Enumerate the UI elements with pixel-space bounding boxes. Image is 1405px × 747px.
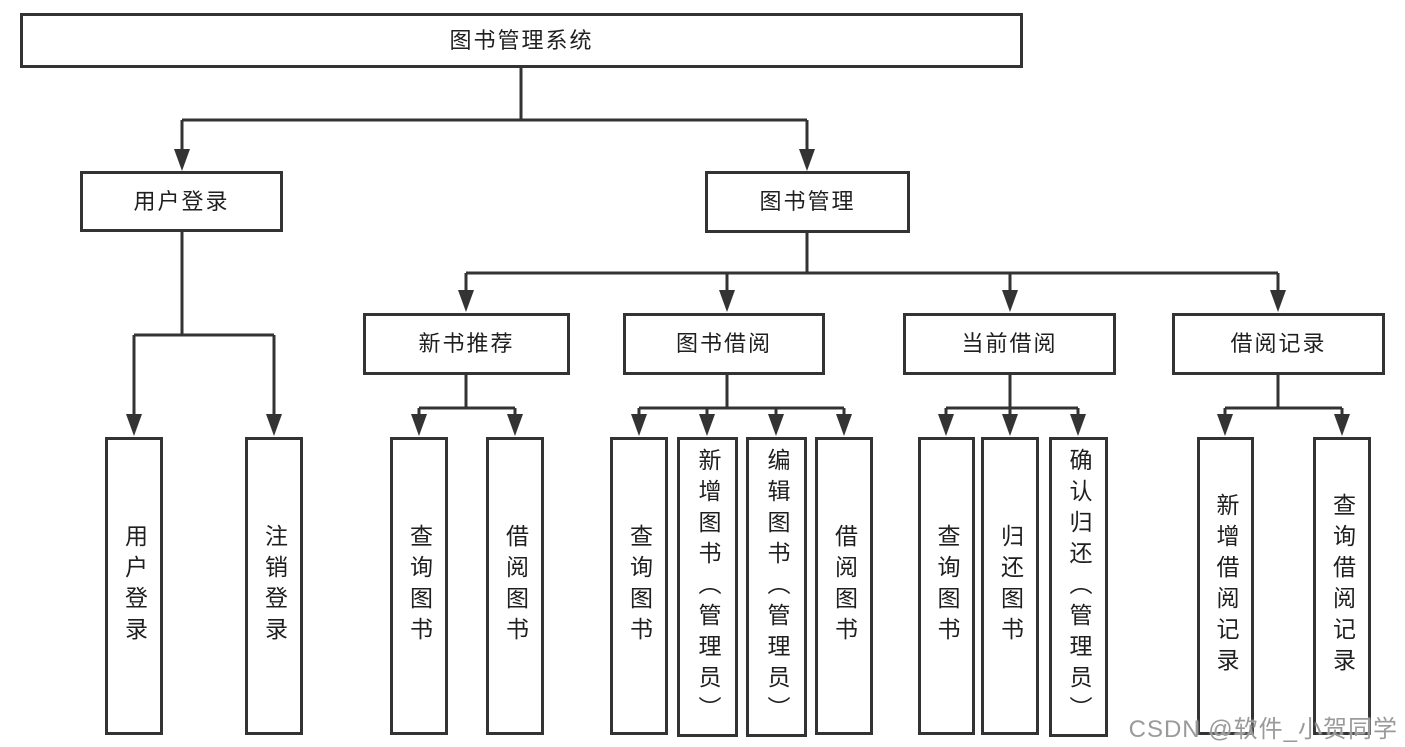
node-library-management-system-label: 图书管理系统 — [449, 27, 594, 53]
connector-new-book-recommend-to-leaves — [411, 375, 523, 436]
node-user-login: 用户登录 — [80, 171, 283, 232]
leaf-user-login: 用户登录 — [105, 437, 163, 735]
leaf-edit-books-admin: 编辑图书（管理员） — [746, 437, 807, 737]
leaf-query-borrow-record-label: 查询借阅记录 — [1329, 493, 1356, 679]
leaf-query-borrow-record: 查询借阅记录 — [1313, 437, 1371, 735]
leaf-query-books-recommend-label: 查询图书 — [406, 524, 433, 648]
node-borrowing-records-label: 借阅记录 — [1230, 331, 1327, 356]
leaf-return-books: 归还图书 — [981, 437, 1039, 735]
connector-current-borrowing-to-leaves — [938, 375, 1086, 436]
leaf-user-login-label: 用户登录 — [121, 524, 148, 648]
leaf-confirm-return-admin: 确认归还（管理员） — [1049, 437, 1108, 737]
node-borrowing-records: 借阅记录 — [1172, 313, 1385, 375]
connector-root-to-level2 — [174, 68, 815, 171]
connector-user-login-to-leaves — [126, 232, 282, 436]
leaf-borrow-books-borrowing-label: 借阅图书 — [831, 524, 858, 648]
node-book-borrowing-label: 图书借阅 — [675, 331, 772, 356]
csdn-watermark: CSDN @软件_小贺同学 — [1128, 716, 1398, 743]
connector-borrowing-records-to-leaves — [1217, 375, 1350, 436]
leaf-query-books-borrowing-label: 查询图书 — [626, 524, 653, 648]
leaf-query-books-current: 查询图书 — [918, 437, 975, 735]
leaf-logout: 注销登录 — [245, 437, 303, 735]
leaf-borrow-books-recommend-label: 借阅图书 — [502, 524, 529, 648]
leaf-logout-label: 注销登录 — [261, 524, 288, 648]
leaf-query-books-current-label: 查询图书 — [934, 524, 960, 648]
leaf-add-borrow-record: 新增借阅记录 — [1197, 437, 1254, 735]
leaf-add-books-admin-label: 新增图书（管理员） — [695, 447, 721, 727]
node-book-borrowing: 图书借阅 — [623, 313, 825, 375]
node-book-management: 图书管理 — [705, 171, 910, 233]
leaf-edit-books-admin-label: 编辑图书（管理员） — [764, 447, 790, 727]
leaf-query-books-recommend: 查询图书 — [390, 437, 448, 735]
node-library-management-system: 图书管理系统 — [20, 13, 1023, 68]
leaf-query-books-borrowing: 查询图书 — [610, 437, 668, 735]
node-user-login-label: 用户登录 — [133, 188, 230, 214]
node-book-management-label: 图书管理 — [759, 189, 856, 214]
connector-book-borrowing-to-leaves — [631, 375, 852, 436]
leaf-add-books-admin: 新增图书（管理员） — [677, 437, 738, 737]
leaf-confirm-return-admin-label: 确认归还（管理员） — [1066, 447, 1092, 727]
node-current-borrowing-label: 当前借阅 — [961, 331, 1058, 356]
leaf-borrow-books-borrowing: 借阅图书 — [815, 437, 873, 735]
connector-book-management-to-level3 — [458, 233, 1286, 312]
leaf-borrow-books-recommend: 借阅图书 — [486, 437, 544, 735]
node-new-book-recommend-label: 新书推荐 — [418, 331, 515, 356]
leaf-return-books-label: 归还图书 — [997, 524, 1024, 648]
leaf-add-borrow-record-label: 新增借阅记录 — [1213, 493, 1239, 679]
node-current-borrowing: 当前借阅 — [903, 313, 1116, 375]
node-new-book-recommend: 新书推荐 — [363, 313, 570, 375]
